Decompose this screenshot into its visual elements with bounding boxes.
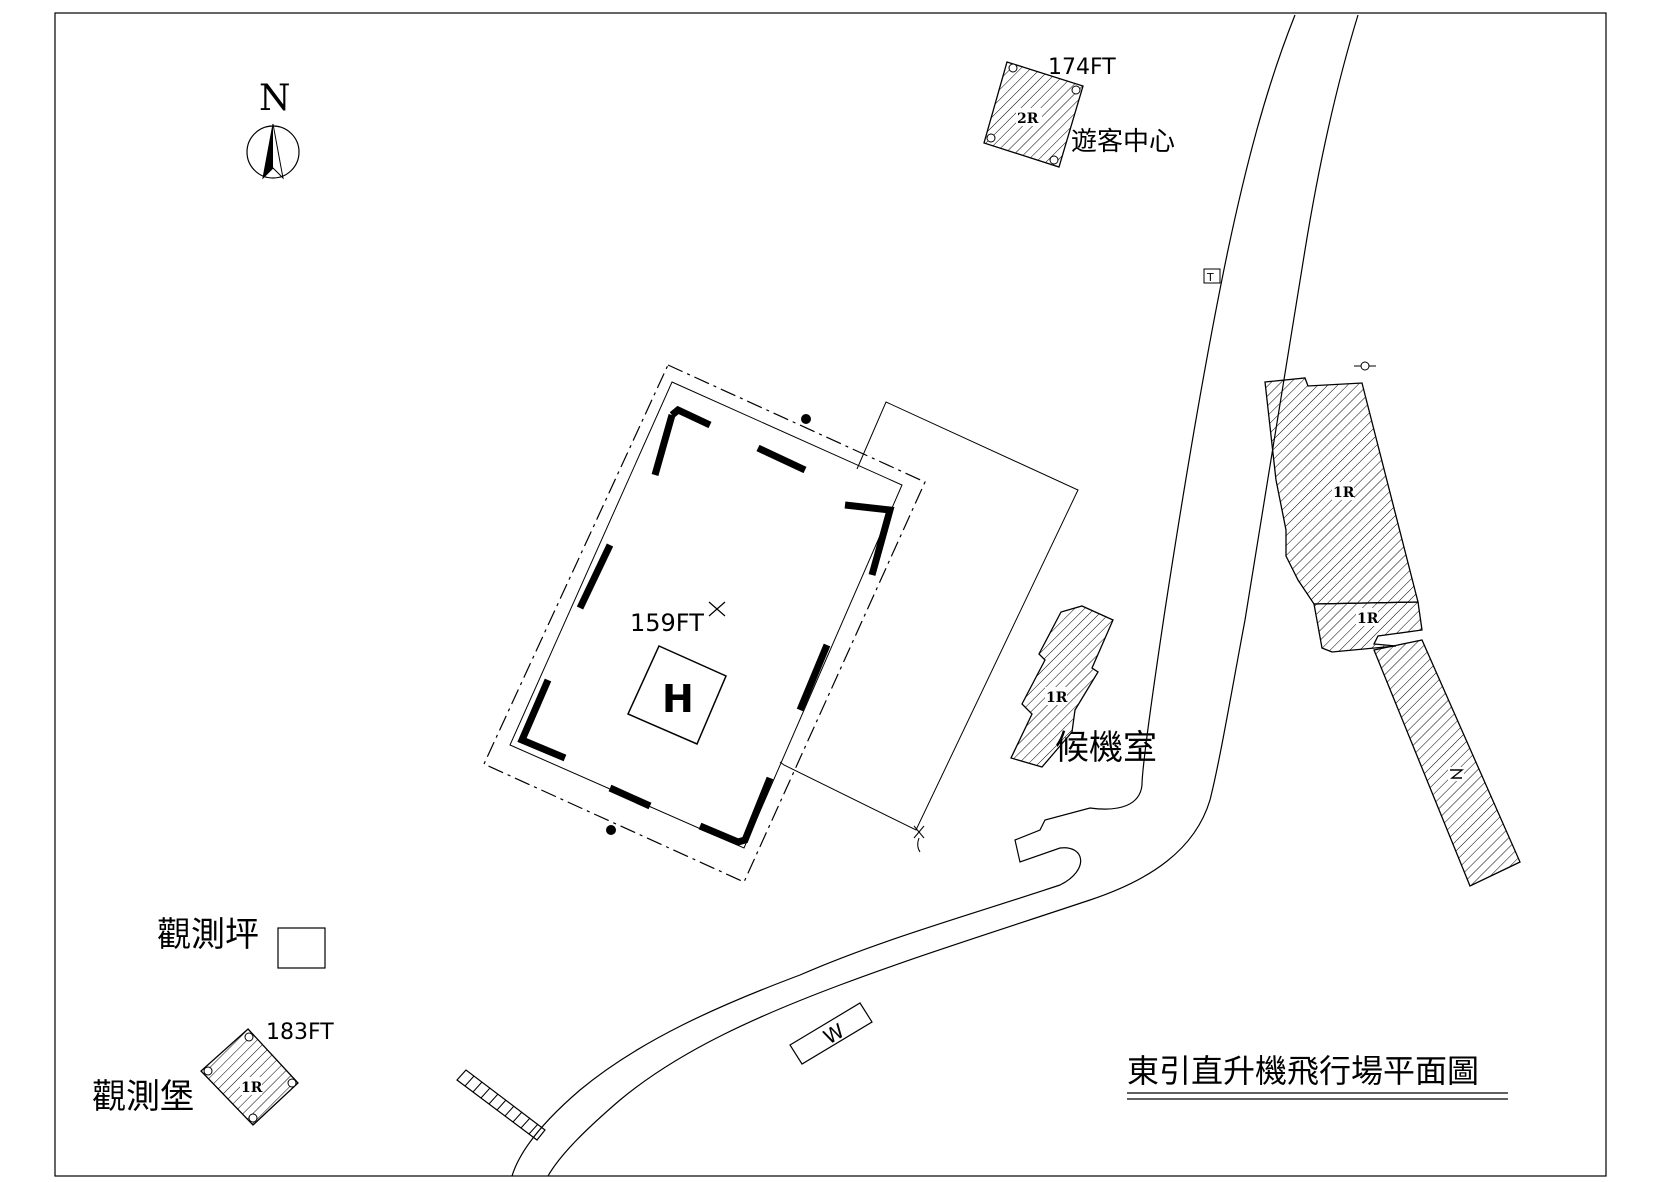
water-tank-outline: [789, 1002, 873, 1065]
waiting-room-label: 候機室: [1055, 728, 1157, 768]
helipad-elevation: 159FT: [630, 609, 704, 637]
stairs: [456, 1069, 546, 1141]
visitor-center-label: 遊客中心: [1071, 127, 1175, 157]
east-building-upper-floor: 1R: [1333, 485, 1355, 501]
telephone-marker: T: [1203, 268, 1221, 284]
east-building-lower: [1373, 639, 1521, 887]
east-building-upper-floor-bg: [1332, 482, 1354, 500]
observation-fort-elevation: 183FT: [266, 1020, 334, 1045]
north-arrow: N: [246, 78, 300, 180]
waiting-room-floor-bg: [1045, 687, 1067, 705]
telephone-marker-box: [1203, 268, 1221, 284]
observation-fort-floor-bg: [240, 1077, 262, 1095]
north-arrow-fill-icon: [263, 124, 273, 178]
observation-fort-corner-icon: [287, 1078, 297, 1088]
helipad-h-label: H: [662, 677, 694, 721]
east-building-middle: [1313, 601, 1423, 653]
water-tank-label: W: [819, 1018, 848, 1049]
observation-fort-corner-icon: [244, 1032, 254, 1042]
map-title: 東引直升機飛行場平面圖: [1127, 1052, 1508, 1100]
helipad-spot-icon: [708, 601, 726, 617]
waiting-room-building: [1010, 605, 1114, 768]
helipad-h-square: [627, 645, 727, 745]
visitor-center: 2R 174FT 遊客中心: [983, 55, 1175, 168]
observation-field: 觀測坪: [157, 915, 326, 969]
waiting-room: 1R 候機室: [1010, 605, 1157, 768]
visitor-center-corner-icon: [1071, 85, 1081, 95]
observation-fort-label: 觀測堡: [92, 1077, 194, 1117]
road: [511, 14, 1359, 1177]
road-east-edge: [547, 14, 1359, 1177]
visitor-center-corner-icon: [1049, 155, 1059, 165]
east-building: 1R 1R: [1264, 361, 1521, 887]
observation-field-pad: [277, 927, 326, 969]
observation-fort: 1R 183FT 觀測堡: [92, 1020, 334, 1126]
helipad: H 159FT: [483, 364, 1079, 883]
map-frame: [54, 12, 1607, 1177]
visitor-center-floor-bg: [1016, 108, 1042, 126]
east-building-mark-icon: [1448, 767, 1464, 781]
helipad-connector: [779, 401, 1079, 831]
survey-marker-icon: [1354, 361, 1376, 371]
stairs-treads: [464, 1075, 539, 1135]
telephone-marker-label: T: [1206, 271, 1214, 284]
waiting-room-floor: 1R: [1046, 690, 1068, 706]
stairs-outline: [456, 1069, 546, 1141]
visitor-center-corner-icon: [986, 133, 996, 143]
helipad-light-icon: [606, 825, 616, 835]
east-building-middle-floor-bg: [1356, 608, 1378, 626]
road-west-edge: [511, 14, 1296, 1177]
north-label: N: [259, 78, 291, 119]
helipad-inner: [509, 381, 903, 849]
helipad-outline: [512, 382, 1078, 860]
observation-fort-corner-icon: [203, 1066, 213, 1076]
map-title-text: 東引直升機飛行場平面圖: [1127, 1052, 1479, 1090]
observation-fort-corner-icon: [248, 1113, 258, 1123]
visitor-center-elevation: 174FT: [1048, 55, 1116, 80]
observation-fort-floor: 1R: [241, 1080, 263, 1096]
helipad-edge-markings: [517, 405, 895, 846]
helipad-light-icon: [801, 414, 811, 424]
helipad-boundary: [483, 364, 926, 883]
water-tank: W: [789, 1002, 873, 1065]
east-building-middle-floor: 1R: [1357, 611, 1379, 627]
lamp-post-icon: [913, 825, 925, 853]
observation-field-label: 觀測坪: [157, 915, 259, 955]
visitor-center-floor: 2R: [1017, 111, 1039, 127]
visitor-center-corner-icon: [1008, 63, 1018, 73]
